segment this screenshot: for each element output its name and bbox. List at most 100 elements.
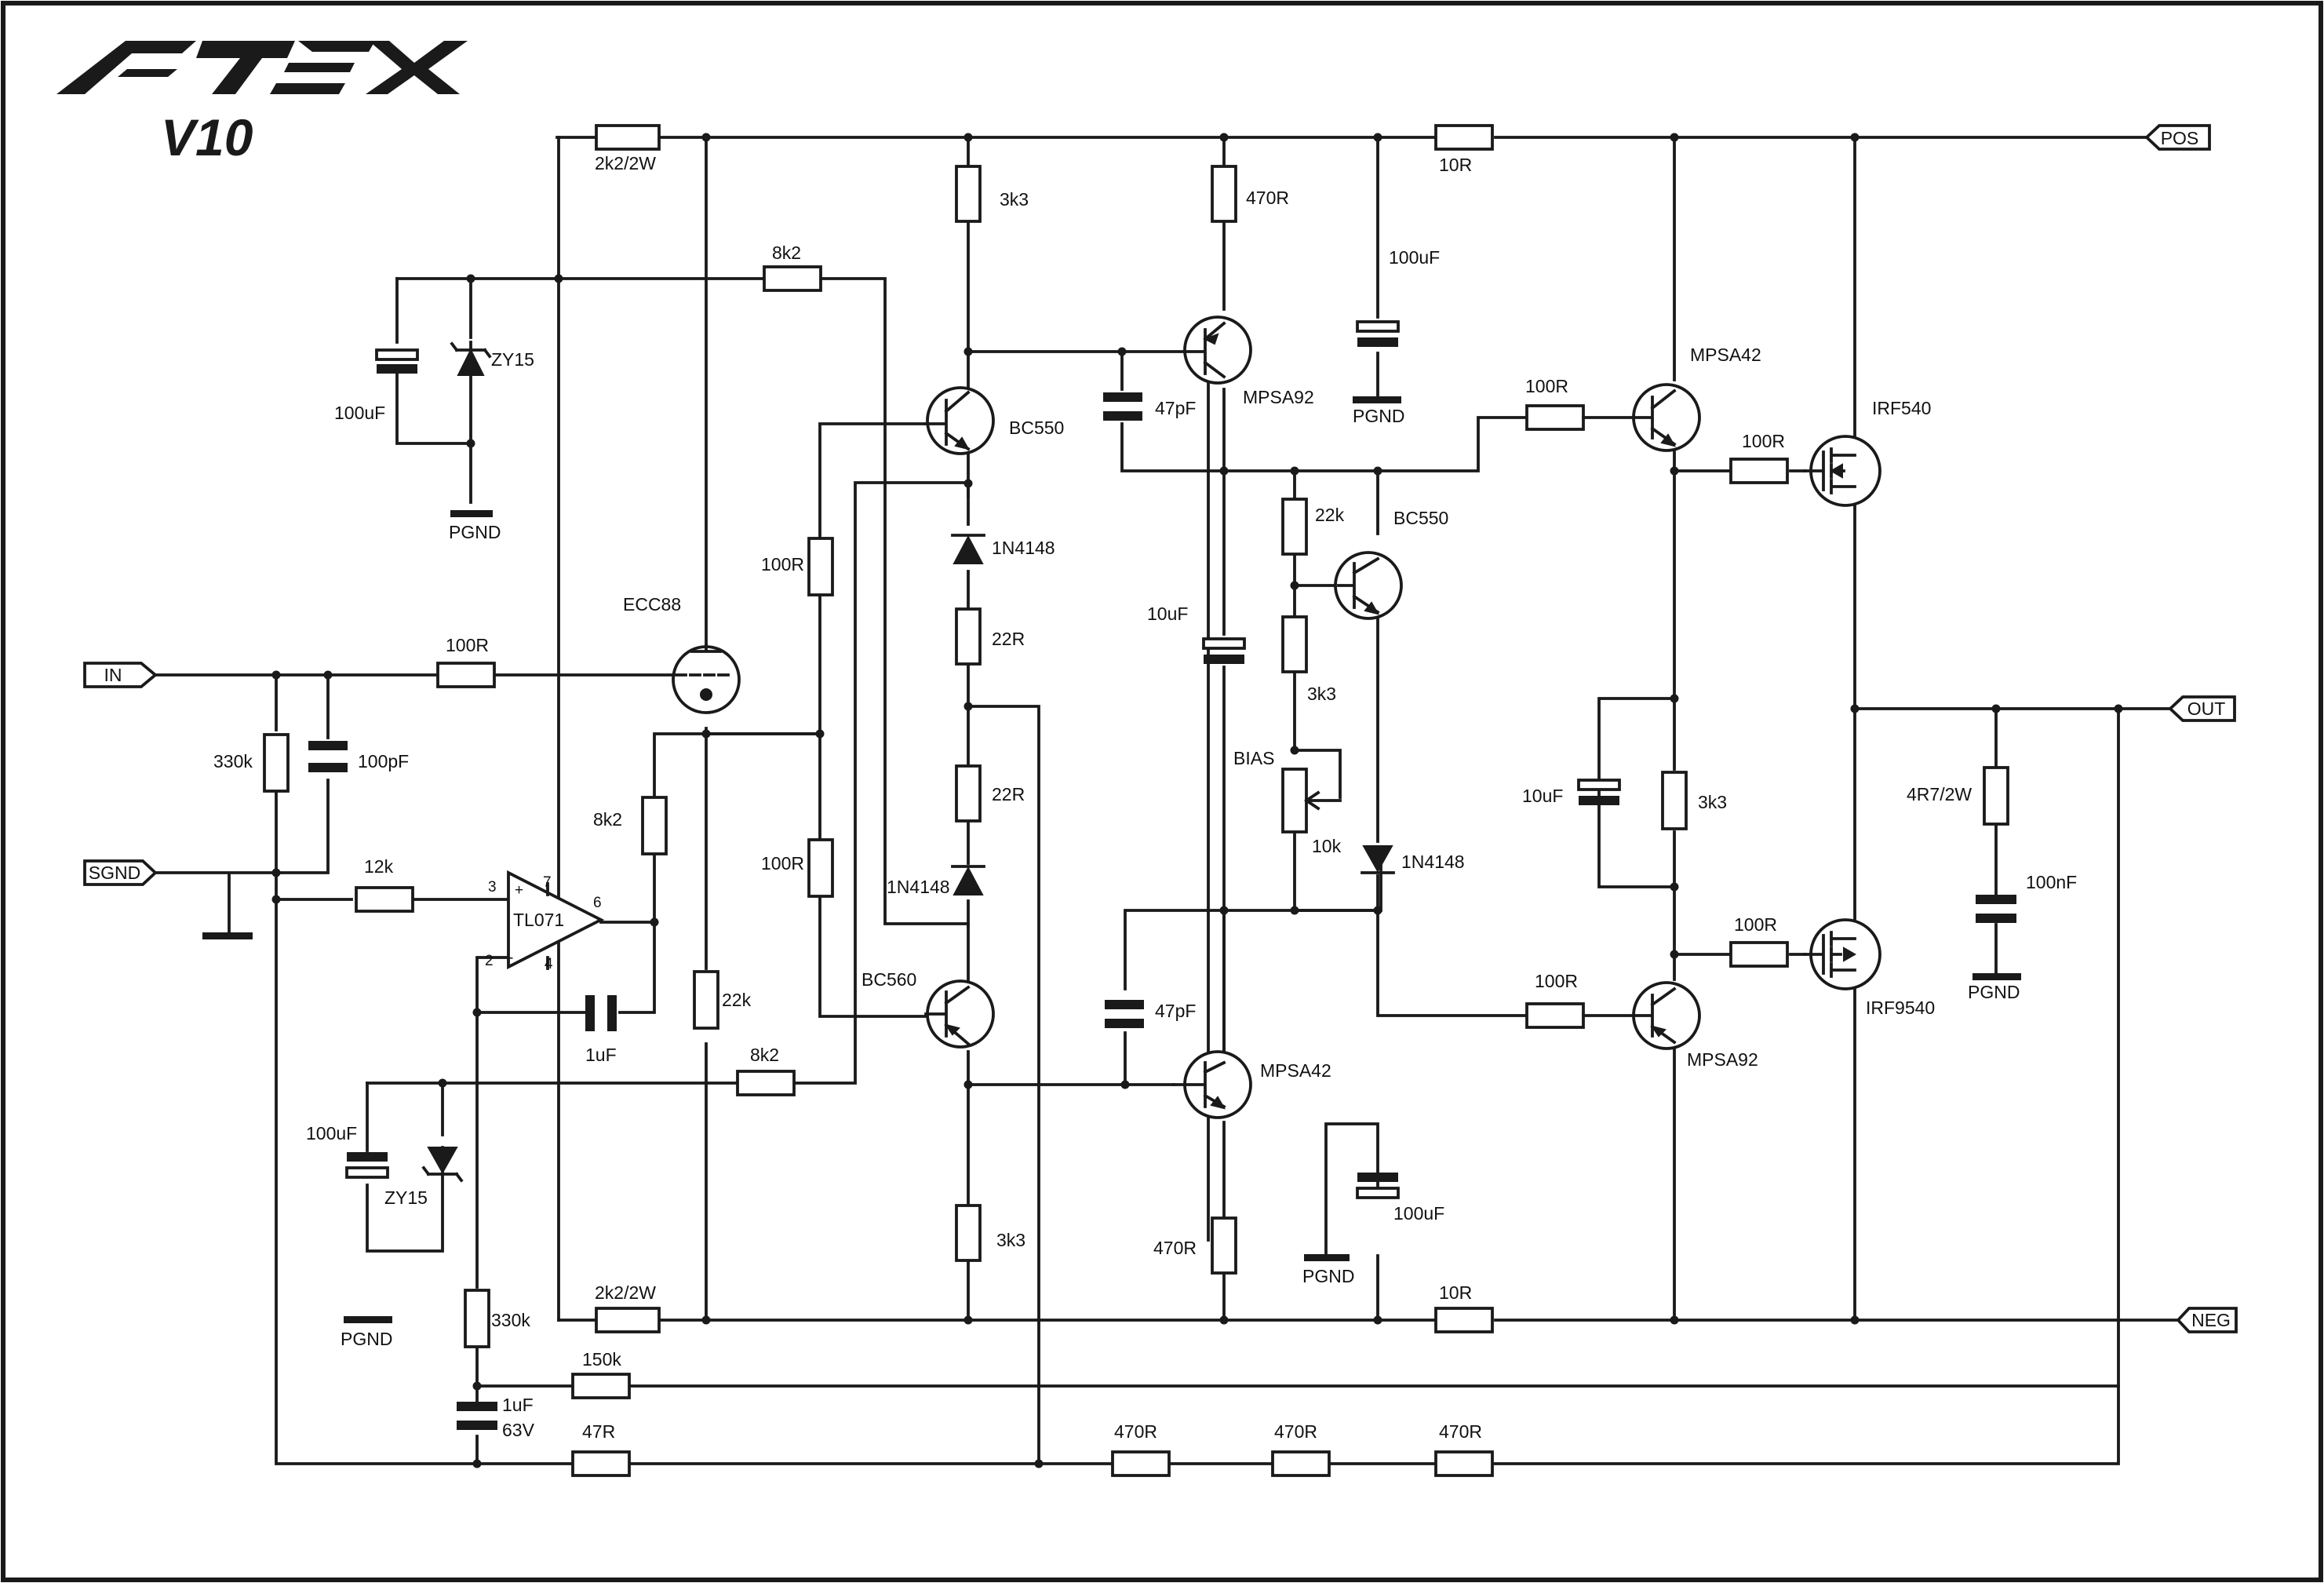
label-r-22r-2: 22R	[992, 784, 1025, 804]
resistor-470r-bottom	[1211, 1216, 1237, 1275]
label-r-470r-top: 470R	[1246, 188, 1289, 208]
label-c-100u-bot: 100uF	[1393, 1203, 1444, 1224]
port-out[interactable]: OUT	[2168, 695, 2236, 722]
label-pin3: 3	[488, 879, 497, 895]
label-r-3k3-bias: 3k3	[1307, 684, 1336, 704]
label-out: OUT	[2187, 698, 2226, 719]
resistor-10r-bottom	[1434, 1307, 1494, 1333]
resistor-3k3-vbe	[1661, 771, 1688, 830]
label-r-12k: 12k	[364, 856, 394, 877]
label-r-4r7: 4R7/2W	[1907, 784, 1972, 804]
resistor-100r-driver-1	[1525, 404, 1585, 431]
label-q-mpsa92-2: MPSA92	[1687, 1049, 1758, 1070]
ports: IN SGND POS NEG OUT	[83, 124, 2238, 1333]
label-ground: PGND	[1353, 406, 1404, 426]
resistor-8k2-feedback	[641, 796, 668, 855]
label-q-mpsa42-1: MPSA42	[1260, 1060, 1331, 1081]
label-pin-plus: +	[515, 882, 523, 899]
bias-potentiometer	[1281, 768, 1308, 833]
resistor-100r-gate-2	[1729, 941, 1789, 968]
resistor-8k2-top	[763, 265, 822, 292]
label-z-zy15-top: ZY15	[491, 349, 534, 370]
label-in: IN	[104, 665, 122, 685]
label-pin-minus: -	[508, 950, 513, 966]
label-pos: POS	[2161, 128, 2199, 148]
resistor-22k-bias	[1281, 498, 1308, 556]
label-c-100u-top: 100uF	[1389, 247, 1440, 268]
label-q-mpsa92-1: MPSA92	[1243, 387, 1314, 407]
label-m-irf540: IRF540	[1872, 398, 1931, 418]
label-pin2: 2	[485, 953, 494, 969]
label-r-22k-tube: 22k	[722, 990, 752, 1010]
label-q-bc550-1: BC550	[1009, 418, 1064, 438]
label-q-bc560: BC560	[861, 969, 916, 990]
ground-symbols	[202, 396, 2021, 1323]
port-neg[interactable]: NEG	[2176, 1307, 2238, 1333]
label-r-10r-top: 10R	[1439, 155, 1472, 175]
label-r-330k-in: 330k	[213, 751, 253, 771]
resistor-100r-input	[436, 662, 496, 688]
labels: 2k2/2W 2k2/2W 8k2 100uF ZY15 PGND 100R 3…	[213, 153, 2077, 1442]
resistor-470r-top	[1211, 165, 1237, 223]
label-c-100p: 100pF	[358, 751, 409, 771]
resistor-2k2-top	[595, 124, 661, 151]
label-r-470r-1: 470R	[1114, 1421, 1157, 1442]
label-pin6: 6	[593, 895, 602, 911]
label-c-100n: 100nF	[2026, 872, 2077, 892]
resistor-470r-2	[1271, 1450, 1331, 1477]
label-c-10u-vbe: 10uF	[1522, 786, 1563, 806]
resistor-2k2-bottom	[595, 1307, 661, 1333]
label-m-irf9540: IRF9540	[1866, 998, 1935, 1018]
resistor-3k3-bias	[1281, 615, 1308, 673]
label-d-1n4148-2: 1N4148	[887, 877, 950, 897]
label-c-100u-tl: 100uF	[334, 403, 385, 423]
transistors	[924, 316, 1881, 1119]
port-in[interactable]: IN	[83, 662, 158, 688]
label-r-100r-drv2: 100R	[1535, 971, 1578, 991]
label-r-8k2-top: 8k2	[772, 243, 801, 263]
label-pot-bias: BIAS	[1233, 748, 1274, 768]
resistor-47r	[571, 1450, 631, 1477]
resistor-8k2-bottom	[736, 1070, 796, 1096]
model-name: V10	[161, 108, 253, 166]
resistor-4r7-zobel	[1983, 766, 2009, 826]
label-r-2k2-top: 2k2/2W	[595, 153, 656, 173]
label-r-100r-g2: 100R	[1734, 914, 1777, 935]
label-pot-10k: 10k	[1312, 836, 1342, 856]
resistor-100r-driver-2	[1525, 1002, 1585, 1029]
port-pos[interactable]: POS	[2144, 124, 2211, 151]
label-r-in-100r: 100R	[446, 635, 489, 655]
resistor-12k	[355, 886, 414, 913]
resistor-10r-top	[1434, 124, 1494, 151]
label-r-22k-bias: 22k	[1315, 505, 1345, 525]
label-c-1u-fb: 1uF	[585, 1045, 617, 1065]
resistor-100r-base-2	[807, 838, 834, 898]
ecc88-tube	[672, 644, 741, 714]
port-sgnd[interactable]: SGND	[83, 859, 158, 886]
label-pin7: 7	[543, 874, 552, 891]
junctions	[271, 133, 2123, 1468]
label-d-1n4148-3: 1N4148	[1401, 852, 1465, 872]
resistor-150k	[571, 1373, 631, 1399]
resistor-3k3-top	[955, 165, 982, 223]
resistor-22r-2	[955, 764, 982, 823]
resistor-22r-1	[955, 607, 982, 666]
label-c-100u-bl: 100uF	[306, 1123, 357, 1143]
label-neg: NEG	[2191, 1310, 2231, 1330]
apex-logo: V10	[56, 41, 468, 166]
label-c-47p-top: 47pF	[1155, 398, 1196, 418]
resistor-3k3-bottom	[955, 1204, 982, 1262]
label-r-100r-g1: 100R	[1742, 431, 1785, 451]
resistor-330k-bottom	[464, 1289, 490, 1348]
label-r-47r: 47R	[582, 1421, 615, 1442]
label-r-470r-3: 470R	[1439, 1421, 1482, 1442]
resistor-470r-3	[1434, 1450, 1494, 1477]
label-sgnd: SGND	[89, 863, 140, 883]
tl071-opamp: + - TL071 3 2 7 4 6	[485, 870, 605, 972]
label-r-330k-bot: 330k	[491, 1310, 530, 1330]
label-c-47p-bot: 47pF	[1155, 1001, 1196, 1021]
resistor-100r-base-1	[807, 537, 834, 596]
label-c-1u-63v: 1uF	[502, 1395, 534, 1415]
label-ground: PGND	[341, 1329, 392, 1349]
resistor-22k-tube	[693, 970, 719, 1030]
